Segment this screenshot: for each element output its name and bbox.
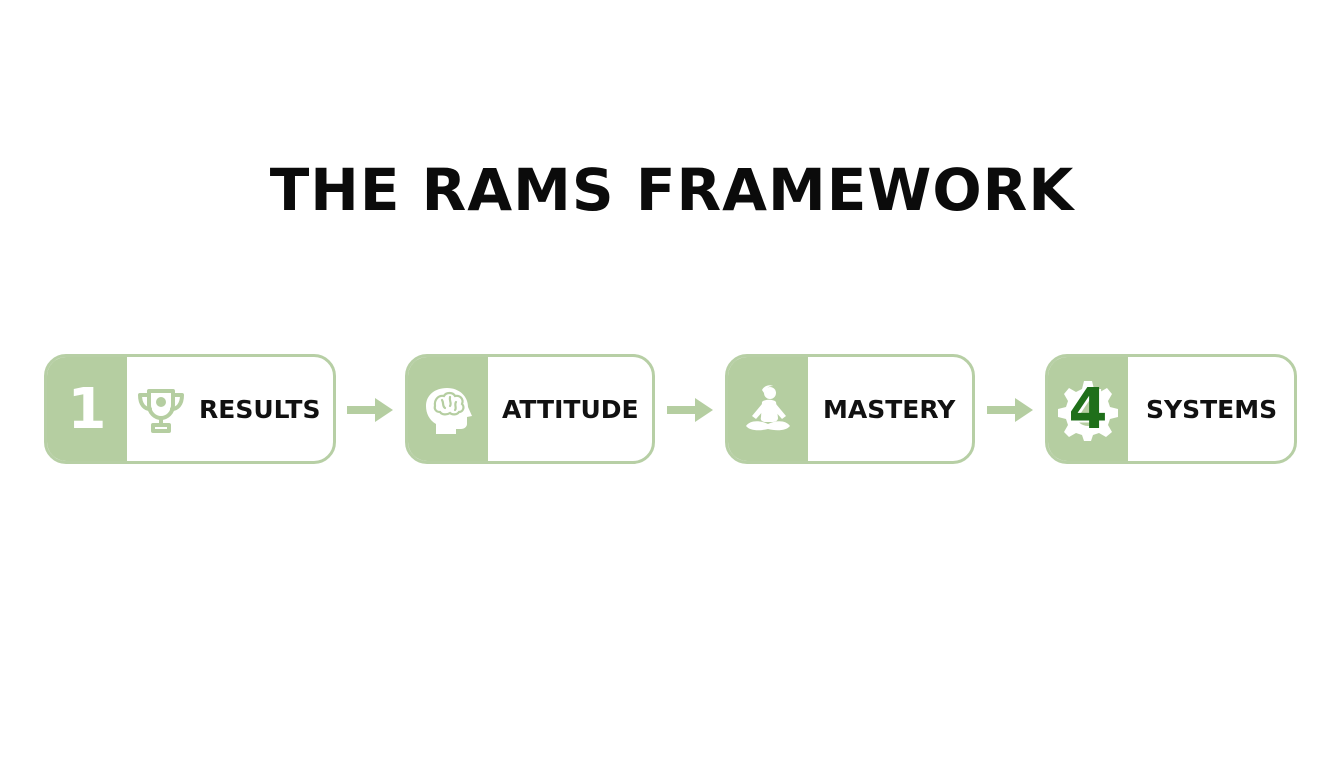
step-number-panel: 1 xyxy=(47,357,127,461)
step-label: RESULTS xyxy=(199,394,321,424)
trophy-icon xyxy=(135,385,187,437)
gear-icon xyxy=(1058,381,1118,441)
diagram-title: THE RAMS FRAMEWORK xyxy=(269,156,1075,224)
arrow-right-icon xyxy=(347,398,393,422)
step-mastery: MASTERY xyxy=(725,354,975,464)
arrow-right-icon xyxy=(667,398,713,422)
meditation-figure-icon xyxy=(740,382,796,440)
step-attitude: ATTITUDE xyxy=(405,354,655,464)
step-label: ATTITUDE xyxy=(502,394,639,424)
step-systems: 4 SYSTEMS xyxy=(1045,354,1297,464)
step-number: 1 xyxy=(67,376,107,442)
arrow-right-icon xyxy=(987,398,1033,422)
step-number: 4 xyxy=(1068,376,1108,442)
step-label: MASTERY xyxy=(823,394,956,424)
step-results: 1 RESULTS xyxy=(44,354,336,464)
step-label: SYSTEMS xyxy=(1146,394,1278,424)
step-number-panel: 4 xyxy=(1048,357,1128,461)
brain-head-icon xyxy=(420,384,476,440)
